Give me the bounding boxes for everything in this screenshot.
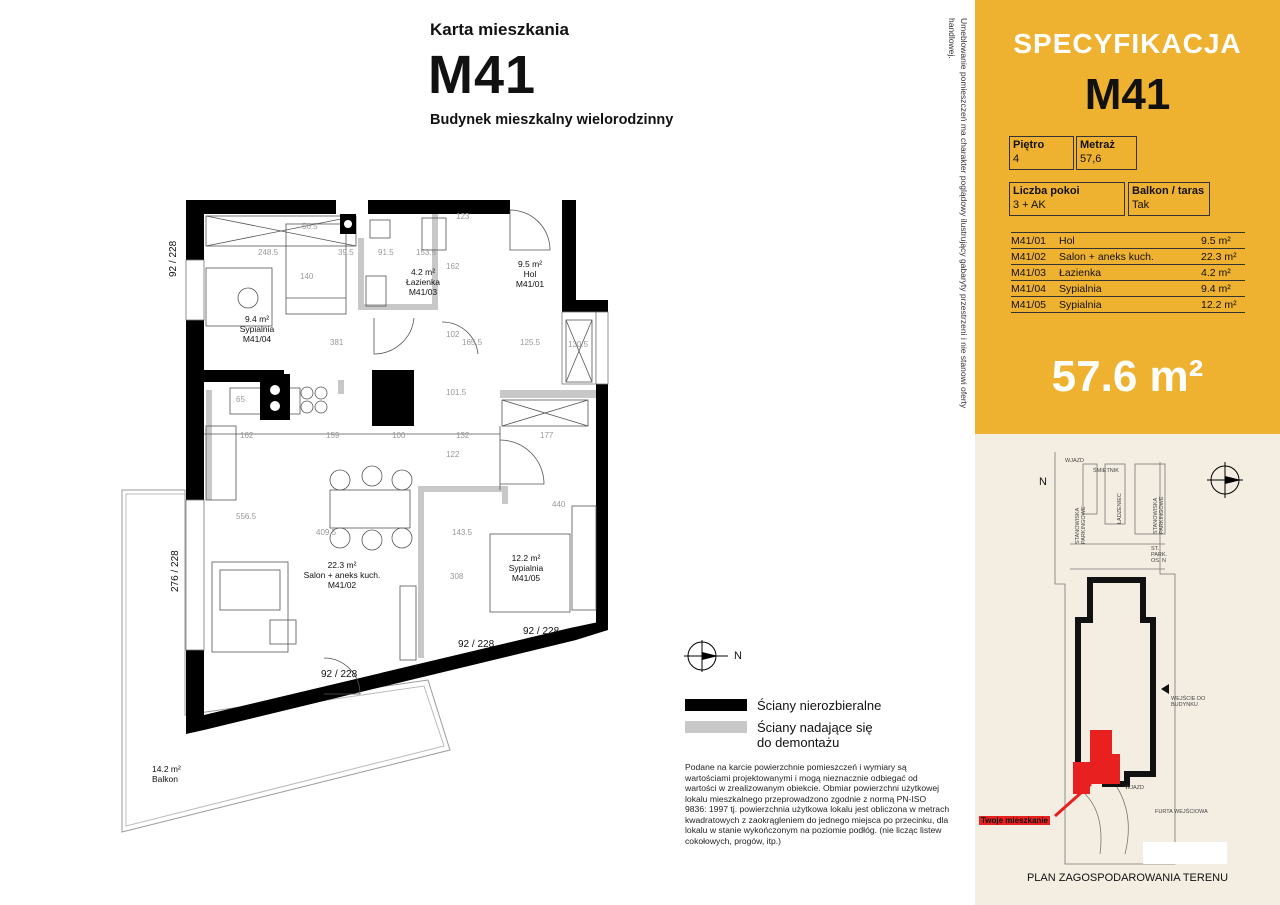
spec-code: M41 (1084, 70, 1171, 119)
opening-left-top: 92 / 228 (168, 240, 179, 277)
opening-bottom-right: 92 / 228 (523, 626, 560, 637)
site-label: ŁADZENIEC (1117, 493, 1123, 524)
legend-structural-swatch (685, 699, 747, 711)
dim-label: 125.5 (520, 338, 541, 347)
site-label: FURTA WEJŚCIOWA (1155, 809, 1208, 815)
dim-label: 39.5 (338, 248, 354, 257)
dim-label: 409.5 (316, 528, 337, 537)
opening-bottom-door: 92 / 228 (321, 669, 358, 680)
dim-label: 308 (450, 572, 464, 581)
site-plan-drawing (1054, 452, 1243, 865)
card-subtitle: Karta mieszkania (430, 20, 569, 39)
dim-label: 56.5 (302, 222, 318, 231)
legend-removable-swatch (685, 721, 747, 733)
opening-bottom-mid: 92 / 228 (458, 639, 495, 650)
dim-label: 132 (456, 431, 470, 440)
dim-label: 162 (446, 262, 460, 271)
dim-label: 162 (240, 431, 254, 440)
site-label: STANOWISKA PARKINGOWE (1075, 506, 1087, 545)
removable-walls (206, 214, 600, 658)
spec-title: SPECYFIKACJA (1013, 28, 1242, 59)
site-plan-title: PLAN ZAGOSPODAROWANIA TERENU (1026, 872, 1229, 884)
dim-label: 122 (446, 450, 460, 459)
opening-left-mid: 276 / 228 (170, 550, 181, 592)
site-label: ST. PARK. OS. N (1151, 546, 1168, 564)
dim-label: 123 (456, 212, 470, 221)
dim-label: 100 (392, 431, 406, 440)
your-unit-highlight (1073, 730, 1120, 794)
dim-label: 177 (540, 431, 554, 440)
dim-label: 102 (446, 330, 460, 339)
dim-label: 159 (326, 431, 340, 440)
dim-label: 153.5 (416, 248, 437, 257)
site-plan: WJAZD ŚMIETNIK STANOWISKA PARKINGOWE ŁAD… (975, 434, 1280, 905)
total-area: 57.6 m² (1051, 352, 1204, 401)
dim-label: 140 (300, 272, 314, 281)
dim-label: 381 (330, 338, 344, 347)
dim-label: 440 (552, 500, 566, 509)
balcony-outline (121, 489, 451, 833)
dim-label: 165.5 (462, 338, 483, 347)
dim-label: 143.5 (452, 528, 473, 537)
compass-label: N (734, 650, 742, 662)
site-label: ŚMIETNIK (1093, 468, 1119, 474)
site-label: WEJŚCIE DO BUDYNKU (1171, 696, 1206, 708)
compass-icon (684, 640, 728, 672)
furniture-disclaimer: Umeblowanie pomieszczeń ma charakter pog… (947, 18, 969, 409)
dim-label: 248.5 (258, 248, 279, 257)
site-label: WJAZD (1065, 458, 1084, 464)
apartment-code: M41 (428, 45, 537, 105)
site-label: WJAZD (1125, 785, 1144, 791)
building-type: Budynek mieszkalny wielorodzinny (430, 112, 674, 128)
dim-label: 65 (236, 395, 245, 404)
dim-label: 91.5 (378, 248, 394, 257)
building-outline (1075, 577, 1156, 787)
your-unit-label: Twoje mieszkanie (979, 816, 1050, 825)
stove-fixture (260, 376, 290, 418)
dim-label: 101.5 (446, 388, 467, 397)
floor-plan (121, 200, 609, 833)
wash-fixture (340, 214, 356, 234)
legend-structural-label: Ściany nierozbieralne (757, 698, 882, 713)
site-compass-label: N (1039, 476, 1047, 488)
interior-lines (204, 209, 597, 695)
dim-label: 556.5 (236, 512, 257, 521)
measurement-note: Podane na karcie powierzchnie pomieszcze… (685, 762, 950, 846)
site-label: STANOWISKA PARKINGOWE (1153, 496, 1165, 535)
dim-label: 130.5 (568, 340, 589, 349)
